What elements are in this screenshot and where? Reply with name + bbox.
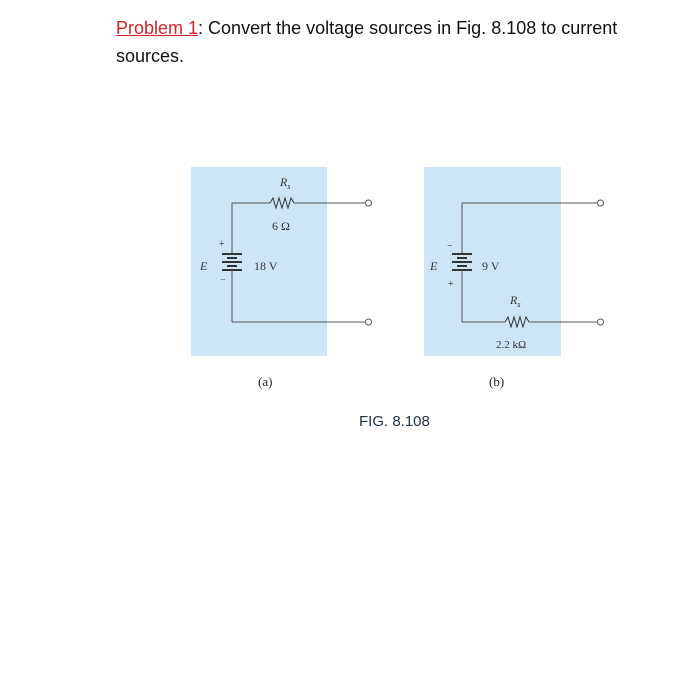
circuit-a-battery xyxy=(222,253,242,271)
circuit-b-terminal-top xyxy=(597,199,604,207)
circuit-a-resistor-value: 6 Ω xyxy=(272,219,290,233)
circuit-a-source-label: E xyxy=(199,259,208,273)
circuit-b-source-value: 9 V xyxy=(482,259,500,273)
circuit-a-resistor-label: Rs xyxy=(279,175,290,191)
circuit-b-panel xyxy=(424,167,561,356)
circuit-b-battery xyxy=(452,253,472,271)
circuit-a-panel xyxy=(191,167,327,356)
circuit-a-caption: (a) xyxy=(258,374,273,389)
circuit-b-minus-sign: − xyxy=(447,241,453,252)
circuit-b-caption: (b) xyxy=(489,374,505,389)
figure-caption: FIG. 8.108 xyxy=(359,413,430,430)
circuit-a-plus-sign: + xyxy=(219,239,225,250)
circuit-b xyxy=(452,199,604,329)
problem-text: : Convert the voltage sources in Fig. 8.… xyxy=(116,18,618,66)
circuit-b-terminal-bottom xyxy=(597,318,604,326)
circuit-b-resistor xyxy=(504,315,530,329)
circuit-a-minus-sign: − xyxy=(220,275,226,286)
circuit-a-top-wire-left xyxy=(231,202,270,232)
problem-statement: Problem 1: Convert the voltage sources i… xyxy=(116,14,636,70)
circuit-b-plus-sign: + xyxy=(448,279,454,290)
circuit-a-resistor xyxy=(269,196,295,210)
circuit-a xyxy=(222,196,372,326)
circuit-b-resistor-label: Rs xyxy=(509,293,520,309)
circuit-a-terminal-top xyxy=(365,199,372,207)
circuit-b-top-wire xyxy=(461,202,597,254)
circuit-a-source-value: 18 V xyxy=(254,259,278,273)
circuit-b-resistor-value: 2.2 kΩ xyxy=(496,339,526,351)
circuit-a-terminal-bottom xyxy=(365,318,372,326)
problem-label: Problem 1 xyxy=(116,18,199,38)
circuit-b-source-label: E xyxy=(429,259,438,273)
